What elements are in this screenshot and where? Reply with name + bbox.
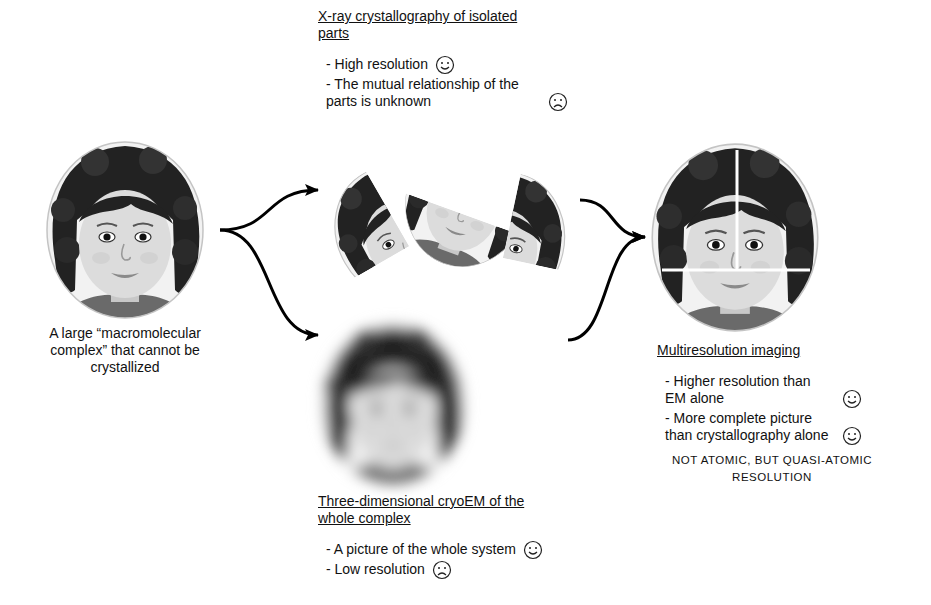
drawing-circle [854, 396, 856, 398]
drawing-circle [529, 547, 531, 549]
picture-space [318, 318, 568, 493]
drawing-circle [854, 433, 856, 435]
bullet-text: - A picture of the whole system [326, 541, 516, 558]
flow-arrow [220, 230, 318, 335]
smiley-happy [842, 426, 862, 446]
note-text: NOT ATOMIC, BUT QUASI-ATOMIC RESOLUTION [657, 452, 887, 486]
smiley-happy [435, 55, 455, 75]
bullet-text: - Low resolution [326, 561, 425, 578]
drawing-path [438, 573, 446, 575]
fit-line [736, 150, 739, 270]
drawing-circle [434, 562, 451, 579]
drawing-circle [441, 62, 443, 64]
picture-space [657, 138, 925, 342]
blurred-picture [320, 322, 466, 486]
picture-space [30, 135, 220, 325]
fragment-picture [428, 159, 579, 322]
smiley-sad [548, 92, 568, 112]
drawing-use [320, 322, 466, 486]
flow-arrow [220, 190, 318, 230]
drawing-circle [848, 433, 850, 435]
drawing-use [428, 159, 579, 322]
fit-line [662, 269, 810, 272]
bullet-text: - The mutual relationship of the parts i… [326, 76, 541, 110]
drawing-path [441, 67, 449, 69]
diagram-panel: Multiresolution imaging - Higher resoluti… [645, 138, 925, 486]
bullet-text: - Higher resolution than EM alone [665, 373, 835, 407]
diagram-panel: A large “macromolecular complex” that ca… [30, 135, 220, 376]
drawing-circle [550, 94, 567, 111]
drawing-circle [848, 396, 850, 398]
flow-arrow [580, 200, 645, 237]
drawing-path [848, 438, 856, 440]
face-picture [650, 142, 820, 333]
drawing-circle [560, 99, 562, 101]
drawing-circle [437, 57, 454, 74]
bullet-text: - High resolution [326, 56, 428, 73]
drawing-path [554, 105, 562, 107]
face-picture [45, 140, 205, 320]
drawing-circle [844, 391, 861, 408]
diagram-panel: X-ray crystallography of isolated parts -… [318, 8, 580, 303]
drawing-circle [438, 567, 440, 569]
diagram-panel: Three-dimensional cryoEM of the whole co… [318, 318, 568, 581]
smiley-happy [842, 389, 862, 409]
flow-arrow [568, 237, 645, 340]
heading-text: Multiresolution imaging [657, 342, 887, 359]
drawing-circle [554, 99, 556, 101]
drawing-circle [535, 547, 537, 549]
drawing-path [848, 401, 856, 403]
heading-text: Three-dimensional cryoEM of the whole co… [318, 493, 548, 527]
bullet-text: - More complete picture than crystallogr… [665, 410, 835, 444]
drawing-circle [844, 428, 861, 445]
drawing-circle [525, 542, 542, 559]
caption-text: A large “macromolecular complex” that ca… [30, 325, 220, 376]
heading-text: X-ray crystallography of isolated parts [318, 8, 518, 42]
drawing-circle [447, 62, 449, 64]
drawing-path [529, 552, 537, 554]
smiley-sad [432, 560, 452, 580]
smiley-happy [523, 540, 543, 560]
drawing-circle [444, 567, 446, 569]
